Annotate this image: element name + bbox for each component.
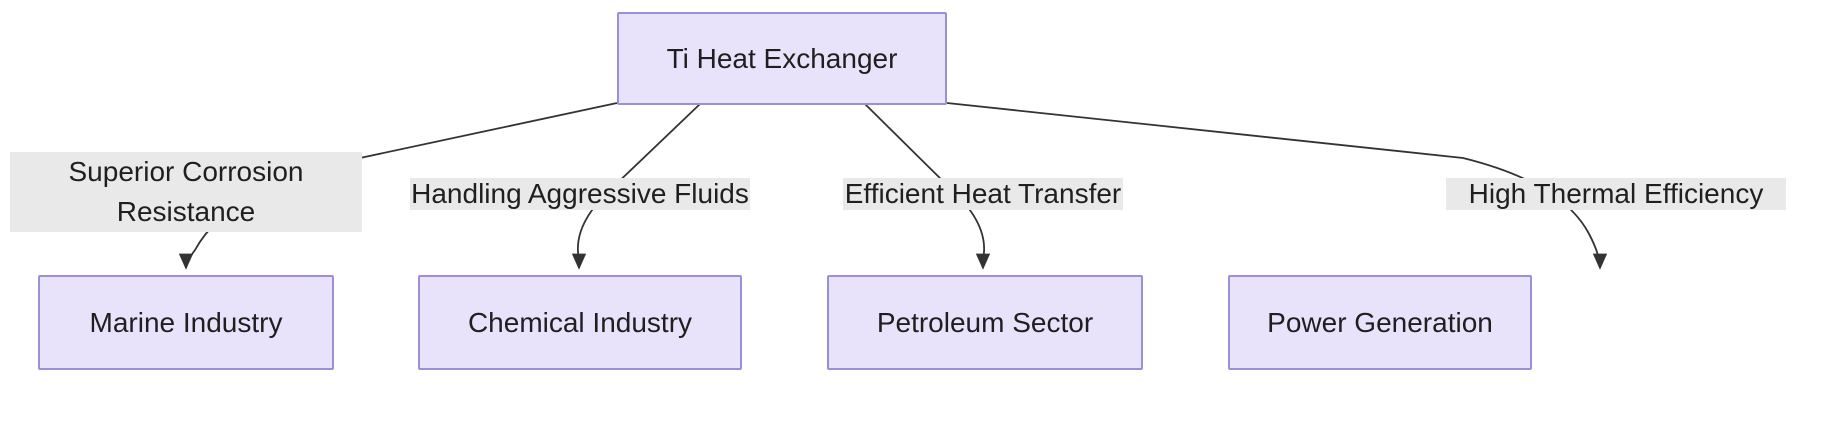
node-petroleum-sector[interactable]: Petroleum Sector bbox=[827, 275, 1143, 370]
node-label: Chemical Industry bbox=[467, 307, 693, 338]
node-ti-heat-exchanger[interactable]: Ti Heat Exchanger bbox=[617, 12, 947, 105]
node-label: Petroleum Sector bbox=[876, 307, 1094, 338]
edge-label-text: Superior Corrosion Resistance bbox=[68, 156, 304, 227]
node-power-generation[interactable]: Power Generation bbox=[1228, 275, 1532, 370]
edge-label-handling-aggressive-fluids: Handling Aggressive Fluids bbox=[410, 178, 750, 210]
edge-label-text: Efficient Heat Transfer bbox=[844, 178, 1122, 209]
node-label: Marine Industry bbox=[89, 307, 283, 338]
edge-label-efficient-heat-transfer: Efficient Heat Transfer bbox=[843, 178, 1123, 210]
edge-label-high-thermal-efficiency: High Thermal Efficiency bbox=[1446, 178, 1786, 210]
node-label: Ti Heat Exchanger bbox=[666, 43, 898, 74]
node-chemical-industry[interactable]: Chemical Industry bbox=[418, 275, 742, 370]
edge-label-superior-corrosion-resistance: Superior Corrosion Resistance bbox=[10, 152, 362, 232]
edge-label-text: High Thermal Efficiency bbox=[1468, 178, 1764, 209]
node-label: Power Generation bbox=[1267, 307, 1493, 338]
node-marine-industry[interactable]: Marine Industry bbox=[38, 275, 334, 370]
edge-label-text: Handling Aggressive Fluids bbox=[411, 178, 749, 209]
